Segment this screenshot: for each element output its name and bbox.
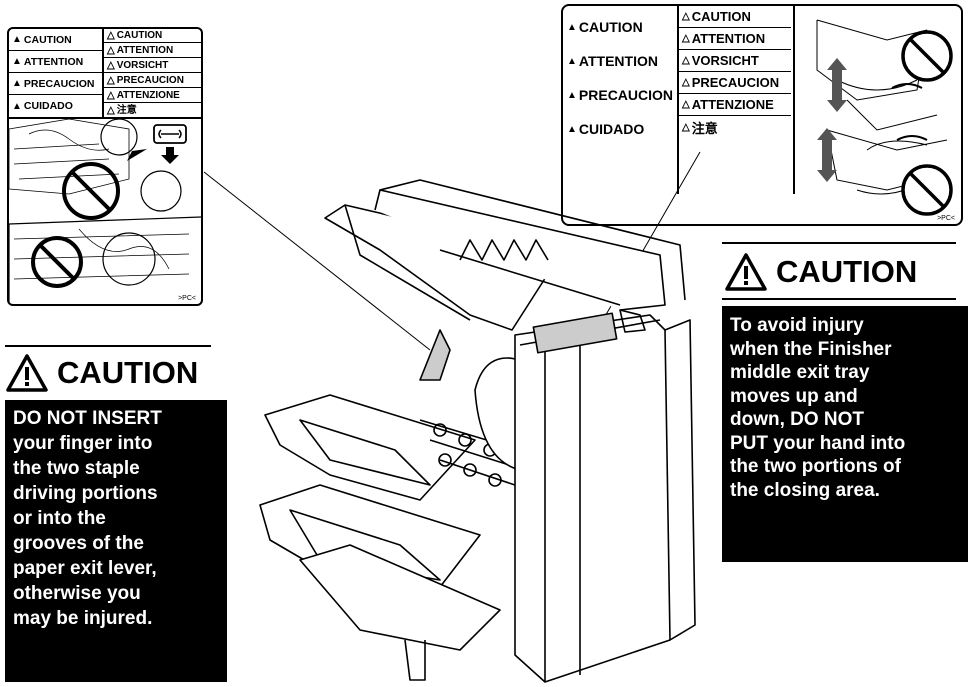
label-row: △ATTENZIONE	[679, 94, 791, 116]
prohibited-icon	[31, 236, 83, 288]
label-row: ▲CAUTION	[9, 29, 102, 51]
label-row: △注意	[682, 120, 718, 136]
label-code: >PC<	[937, 215, 955, 222]
prohibited-icon	[901, 164, 953, 216]
label-row: △VORSICHT	[679, 50, 791, 72]
warning-triangle-icon: △	[107, 44, 115, 56]
label-row: ▲CUIDADO	[567, 121, 645, 137]
label-row: ▲PRECAUCION	[9, 73, 102, 95]
warning-triangle-icon: △	[682, 121, 690, 133]
label-row: △VORSICHT	[104, 58, 201, 73]
left-label-pictogram	[9, 119, 201, 304]
label-row: △ATTENTION	[104, 43, 201, 58]
warning-triangle-icon: △	[682, 11, 690, 22]
warning-triangle-icon: ▲	[12, 56, 22, 67]
prohibited-icon	[901, 30, 953, 82]
label-code: >PC<	[178, 295, 196, 302]
left-warning-label: ▲CAUTION ▲ATTENTION ▲PRECAUCION ▲CUIDADO…	[7, 27, 203, 306]
label-row: △注意	[107, 104, 137, 116]
right-caution-heading: CAUTION	[724, 251, 917, 293]
warning-triangle-icon	[6, 354, 48, 392]
warning-triangle-icon: ▲	[12, 34, 22, 45]
right-label-pictogram	[816, 19, 953, 216]
warning-triangle-icon: △	[107, 30, 115, 41]
warning-triangle-icon: ▲	[12, 78, 22, 89]
warning-triangle-icon: ▲	[567, 89, 577, 101]
warning-triangle-icon: △	[107, 74, 115, 86]
label-row: △ATTENTION	[679, 28, 791, 50]
warning-triangle-icon: △	[107, 89, 115, 101]
warning-triangle-icon: ▲	[12, 100, 22, 112]
label-row: △CAUTION	[679, 6, 791, 28]
arrow-updown-icon	[827, 58, 847, 112]
arrow-updown-icon	[817, 128, 837, 182]
label-row: ▲ATTENTION	[9, 51, 102, 73]
right-caution-rule	[722, 242, 956, 244]
label-row: ▲ATTENTION	[567, 53, 658, 69]
warning-triangle-icon: ▲	[567, 55, 577, 67]
left-caution-text: DO NOT INSERT your finger into the two s…	[5, 400, 227, 682]
right-caution-text: To avoid injury when the Finisher middle…	[722, 306, 968, 562]
label-row: △CAUTION	[104, 29, 201, 43]
label-row: △ATTENZIONE	[104, 88, 201, 103]
right-label-language-table: ▲CAUTION ▲ATTENTION ▲PRECAUCION ▲CUIDADO…	[563, 6, 795, 194]
label-row: ▲PRECAUCION	[567, 87, 674, 103]
left-caution-heading: CAUTION	[5, 352, 198, 394]
arrow-down-icon	[161, 147, 179, 164]
staple-icon	[153, 124, 187, 144]
label-row: △PRECAUCION	[104, 73, 201, 88]
warning-triangle-icon: △	[682, 77, 690, 88]
label-row: ▲CUIDADO	[12, 100, 73, 112]
warning-triangle-icon: △	[682, 33, 690, 44]
warning-triangle-icon: △	[682, 99, 690, 110]
warning-triangle-icon: △	[682, 55, 690, 66]
warning-triangle-icon: △	[107, 104, 115, 116]
warning-triangle-icon: △	[107, 59, 115, 71]
label-row: △PRECAUCION	[679, 72, 791, 94]
label-row: ▲CAUTION	[567, 19, 643, 35]
prohibited-icon	[62, 162, 120, 220]
warning-triangle-icon: ▲	[567, 21, 577, 33]
left-caution-rule	[5, 345, 211, 347]
right-caution-rule-bottom	[722, 298, 956, 300]
warning-triangle-icon	[725, 253, 767, 291]
right-warning-label: ▲CAUTION ▲ATTENTION ▲PRECAUCION ▲CUIDADO…	[561, 4, 963, 226]
warning-triangle-icon: ▲	[567, 123, 577, 135]
left-label-language-table: ▲CAUTION ▲ATTENTION ▲PRECAUCION ▲CUIDADO…	[9, 29, 201, 119]
